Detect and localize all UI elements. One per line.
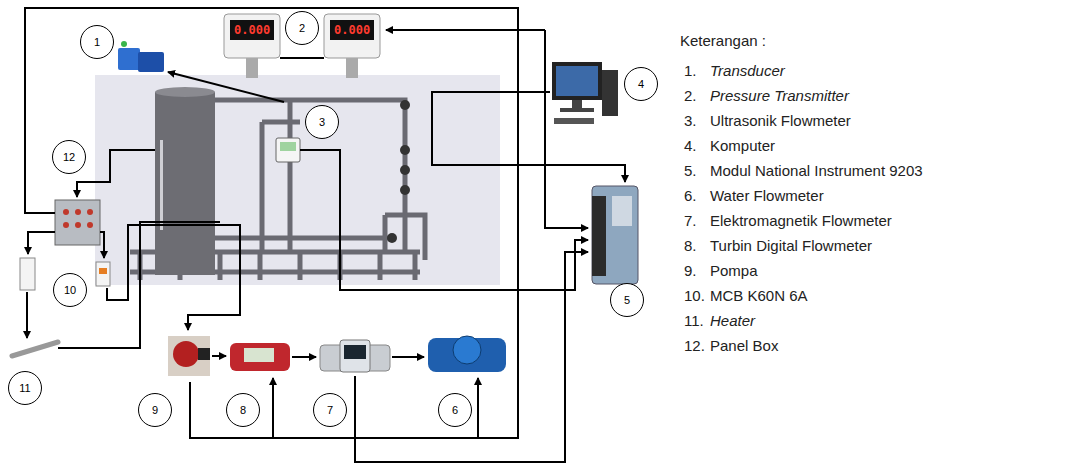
legend-item: Komputer <box>710 137 775 155</box>
callout-number: 6 <box>452 405 458 416</box>
legend-item: Transducer <box>710 62 785 80</box>
callout-circle: 4 <box>624 67 658 101</box>
callout-number: 4 <box>638 79 644 90</box>
list-number: 5. <box>684 162 697 180</box>
list-number: 9. <box>684 262 697 280</box>
legend-item: Elektromagnetik Flowmeter <box>710 212 892 230</box>
list-number: 7. <box>684 212 697 230</box>
legend-item: Modul National Instrument 9203 <box>710 162 923 180</box>
list-number: 1. <box>684 62 697 80</box>
callout-circle: 8 <box>226 393 260 427</box>
callout-number: 12 <box>63 152 75 163</box>
list-number: 8. <box>684 237 697 255</box>
display-reading: 0.000 <box>234 24 270 36</box>
callout-number: 7 <box>327 405 333 416</box>
callout-circle: 12 <box>52 140 86 174</box>
callout-circle: 6 <box>438 393 472 427</box>
callout-circle: 5 <box>610 283 644 317</box>
legend-item: Panel Box <box>710 337 778 355</box>
callout-circle: 10 <box>53 273 87 307</box>
legend-item: Pressure Transmitter <box>710 87 849 105</box>
callout-circle: 11 <box>8 371 42 405</box>
legend-item: Heater <box>710 312 755 330</box>
legend-item: Ultrasonik Flowmeter <box>710 112 851 130</box>
list-number: 6. <box>684 187 697 205</box>
legend-item: Pompa <box>710 262 758 280</box>
callout-number: 8 <box>240 405 246 416</box>
callout-number: 3 <box>319 117 325 128</box>
legend-heading: Keterangan : <box>680 32 766 50</box>
callout-circle: 7 <box>313 393 347 427</box>
list-number: 2. <box>684 87 697 105</box>
callout-number: 10 <box>64 285 76 296</box>
legend-item: Water Flowmeter <box>710 187 824 205</box>
list-number: 10. <box>684 287 705 305</box>
callout-circle: 9 <box>138 393 172 427</box>
legend-item: MCB K60N 6A <box>710 287 808 305</box>
display-reading: 0.000 <box>334 24 370 36</box>
list-number: 12. <box>684 337 705 355</box>
callout-circle: 1 <box>80 25 114 59</box>
legend-item: Turbin Digital Flowmeter <box>710 237 872 255</box>
list-number: 11. <box>684 312 704 330</box>
list-number: 4. <box>684 137 697 155</box>
callout-circle: 2 <box>285 11 319 45</box>
list-number: 3. <box>684 112 697 130</box>
callout-circle: 3 <box>305 105 339 139</box>
callout-number: 2 <box>299 23 305 34</box>
callout-number: 5 <box>624 295 630 306</box>
callout-number: 11 <box>19 383 30 394</box>
callout-number: 1 <box>94 37 100 48</box>
callout-number: 9 <box>152 405 158 416</box>
